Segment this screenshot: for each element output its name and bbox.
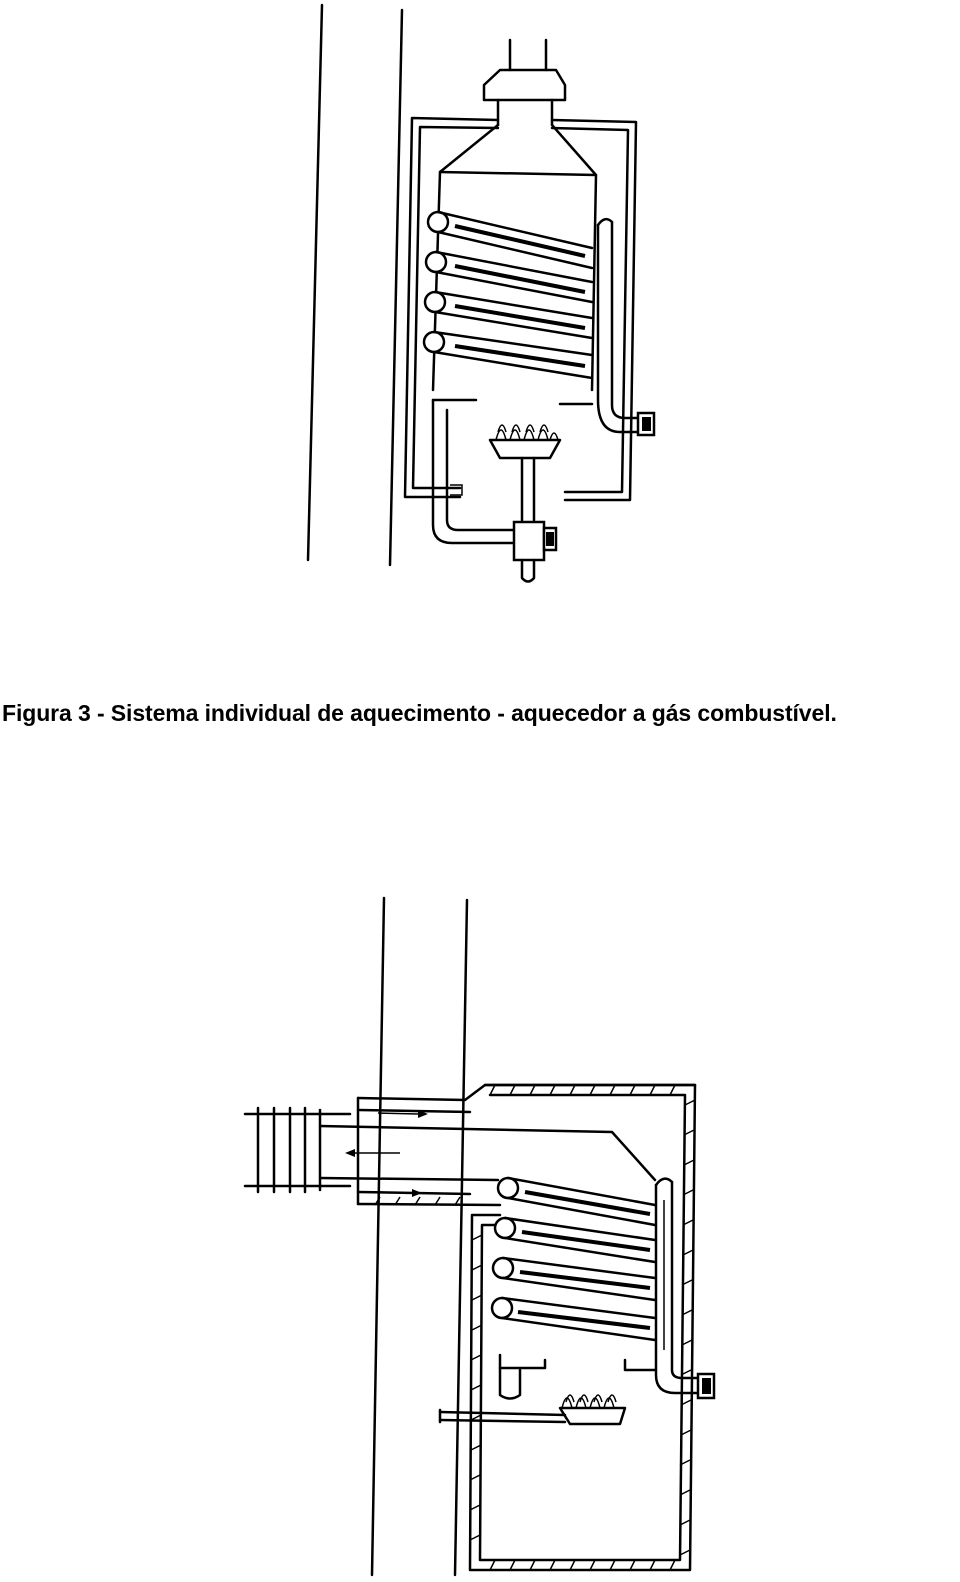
balanced-flue-terminal xyxy=(243,1083,697,1207)
coil-4 xyxy=(490,1296,657,1342)
hot-water-outlet-pipe xyxy=(596,217,656,437)
coil-2 xyxy=(424,250,594,304)
gas-valve xyxy=(512,520,558,583)
heat-exchanger-coils xyxy=(490,1176,657,1342)
coil-4 xyxy=(422,330,594,380)
figure-caption: Figura 3 - Sistema individual de aquecim… xyxy=(2,700,837,726)
cold-water-inlet-pipe xyxy=(431,398,517,545)
heater-casing xyxy=(374,1083,697,1572)
coil-1 xyxy=(496,1176,657,1227)
flue-pipe xyxy=(482,38,567,127)
cold-water-inlet-pipe xyxy=(498,1366,522,1400)
wall-line-left xyxy=(370,896,386,1577)
wall-line-left xyxy=(306,3,324,562)
coil-3 xyxy=(491,1256,657,1302)
coil-2 xyxy=(493,1216,657,1264)
gas-burner xyxy=(558,1394,627,1426)
hot-water-outlet-pipe xyxy=(654,1177,716,1400)
wall-line-right xyxy=(388,8,404,567)
heat-exchanger-coils xyxy=(422,210,594,380)
gas-burner xyxy=(488,424,562,522)
combustion-chamber xyxy=(431,123,598,406)
heater-wall-mounted-diagram xyxy=(306,3,656,583)
gas-supply-pipe xyxy=(438,1408,567,1424)
wall-line-right xyxy=(453,898,469,1577)
coil-3 xyxy=(423,290,594,340)
coil-1 xyxy=(426,210,594,270)
flow-arrows xyxy=(345,1110,428,1197)
